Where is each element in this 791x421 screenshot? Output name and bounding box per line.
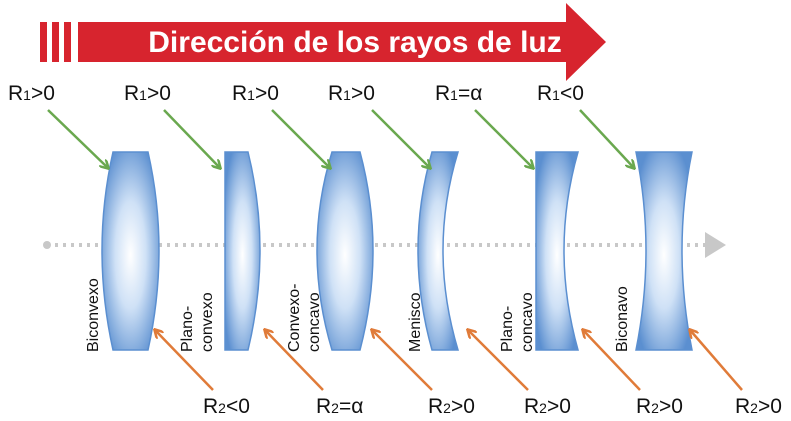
r1-label: R1>0 — [328, 82, 375, 105]
r1-label: R1<0 — [537, 82, 584, 105]
lens-plano-concavo: R1=α R2>0 Plano-concavo — [435, 82, 683, 418]
r2-arrow — [265, 330, 324, 391]
lens-biconvexo: R1>0 R2<0 Biconvexo — [8, 82, 250, 418]
r2-label: R2=α — [316, 395, 363, 418]
axis-arrowhead — [705, 232, 726, 258]
r1-arrow — [271, 109, 330, 168]
lens-name-line-1: Biconavo — [614, 286, 631, 352]
lens-name-line-2: convexo — [199, 292, 216, 352]
r2-label: R2>0 — [735, 395, 782, 418]
r2-arrow — [583, 330, 641, 391]
r1-arrow — [47, 109, 108, 168]
lens-plano-convexo: R1>0 R2=α Plano-convexo — [124, 82, 363, 418]
r2-label: R2>0 — [636, 395, 683, 418]
lens-name: Plano-convexo — [179, 292, 216, 352]
lens-name: Biconavo — [614, 286, 631, 352]
r2-arrow — [468, 330, 529, 391]
lens-name-line-1: Convexo- — [286, 284, 303, 352]
r1-arrow — [163, 109, 220, 168]
lens-name-line-1: Menisco — [407, 292, 424, 352]
r2-label: R2>0 — [428, 395, 475, 418]
banner-stripe-2 — [52, 22, 59, 62]
lens-name-line-1: Biconvexo — [85, 278, 102, 352]
lens-menisco: R1>0 R2>0 Menisco — [328, 82, 571, 418]
lens-name: Convexo-concavo — [286, 284, 323, 352]
banner-title: Dirección de los rayos de luz — [148, 26, 561, 59]
r1-arrow — [371, 109, 430, 168]
r2-arrow — [372, 330, 433, 391]
r2-arrow — [690, 330, 743, 391]
lens-biconavo: R1<0 R2>0 Biconavo — [537, 82, 782, 418]
direction-banner: Dirección de los rayos de luz — [40, 3, 606, 81]
lens-shape — [316, 151, 374, 351]
lens-name-line-1: Plano- — [499, 306, 516, 352]
r2-label: R2<0 — [203, 395, 250, 418]
r1-label: R1=α — [435, 82, 482, 105]
lens-shape — [535, 151, 579, 351]
lens-shape — [224, 151, 261, 351]
optical-axis — [43, 232, 726, 258]
r2-label: R2>0 — [524, 395, 571, 418]
r1-label: R1>0 — [8, 82, 55, 105]
lens-name: Biconvexo — [85, 278, 102, 352]
banner-stripe-3 — [64, 22, 71, 62]
r1-label: R1>0 — [124, 82, 171, 105]
r1-label: R1>0 — [232, 82, 279, 105]
lens-shape — [635, 151, 693, 351]
r2-arrow — [155, 330, 214, 391]
lens-name: Menisco — [407, 292, 424, 352]
lens-name-line-1: Plano- — [179, 306, 196, 352]
banner-stripe-1 — [40, 22, 47, 62]
lens-convexo-concavo: R1>0 R2>0 Convexo-concavo — [232, 82, 475, 418]
lens-name-line-2: concavo — [306, 292, 323, 352]
r1-arrow — [474, 109, 533, 168]
r1-arrow — [579, 109, 634, 168]
banner-arrow — [78, 3, 606, 81]
lens-shape — [417, 151, 460, 351]
lens-name: Plano-concavo — [499, 292, 536, 352]
lens-shape — [101, 151, 160, 351]
lens-name-line-2: concavo — [519, 292, 536, 352]
